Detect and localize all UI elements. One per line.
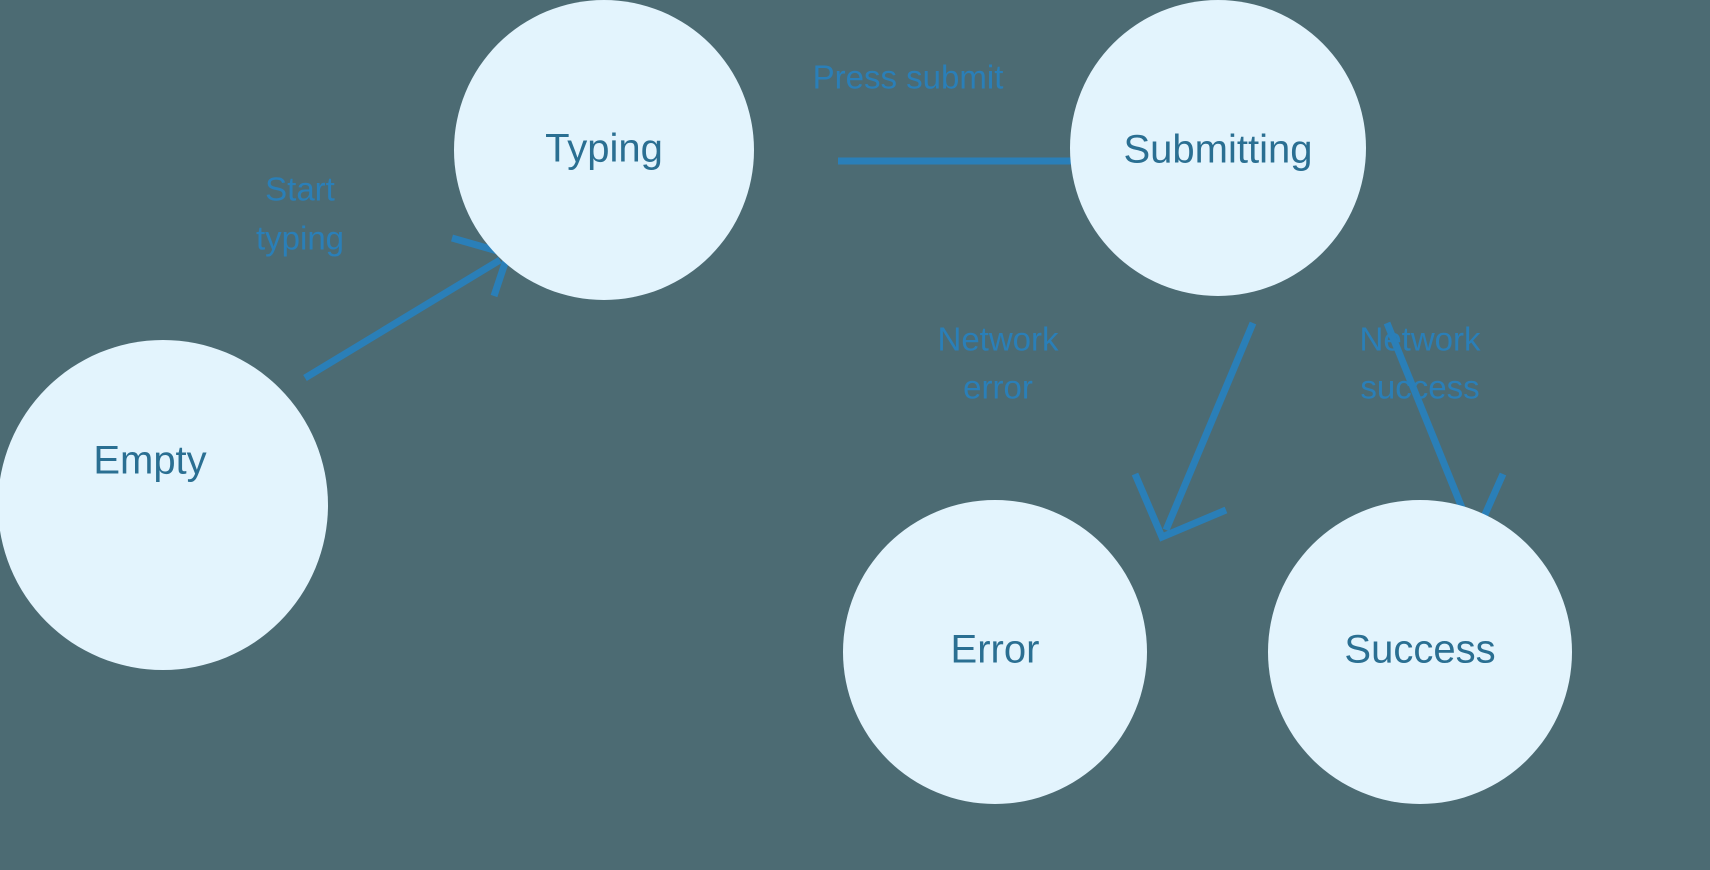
node-submitting-circle: [1070, 0, 1366, 296]
edge-label-network-error-line2: error: [963, 369, 1033, 406]
node-error-label: Error: [951, 628, 1040, 672]
node-submitting[interactable]: Submitting: [1070, 0, 1366, 296]
edge-submitting-to-error-arrowhead: [1131, 472, 1228, 542]
node-typing-circle: [454, 0, 754, 300]
node-typing[interactable]: Typing: [454, 0, 754, 300]
node-empty-circle: [0, 340, 328, 670]
node-typing-label: Typing: [545, 127, 663, 171]
node-empty-label: Empty: [93, 439, 206, 483]
edge-submitting-to-error-line: [1162, 321, 1257, 532]
node-success-circle: [1268, 500, 1572, 804]
edge-label-press-submit: Press submit: [813, 59, 1004, 96]
edge-label-network-success-line2: success: [1360, 369, 1479, 406]
edge-label-start-typing-line1: Start: [265, 171, 335, 208]
node-empty[interactable]: Empty: [0, 340, 328, 670]
edge-label-network-error: Network error: [937, 321, 1059, 406]
edge-submitting-to-error[interactable]: [1131, 321, 1257, 542]
node-submitting-label: Submitting: [1124, 128, 1313, 172]
edge-label-start-typing-line2: typing: [256, 220, 344, 257]
edge-label-network-success-line1: Network: [1359, 321, 1481, 358]
edge-label-start-typing: Start typing: [256, 171, 344, 257]
edge-empty-to-typing-line: [303, 257, 502, 381]
node-success-label: Success: [1344, 628, 1495, 672]
edge-empty-to-typing[interactable]: [303, 234, 513, 381]
edge-label-network-error-line1: Network: [937, 321, 1059, 358]
edge-label-network-success: Network success: [1359, 321, 1481, 406]
node-success[interactable]: Success: [1268, 500, 1572, 804]
edge-submitting-to-success-line: [1383, 321, 1475, 532]
node-error-circle: [843, 500, 1147, 804]
node-error[interactable]: Error: [843, 500, 1147, 804]
edge-label-press-submit-line1: Press submit: [813, 59, 1004, 96]
